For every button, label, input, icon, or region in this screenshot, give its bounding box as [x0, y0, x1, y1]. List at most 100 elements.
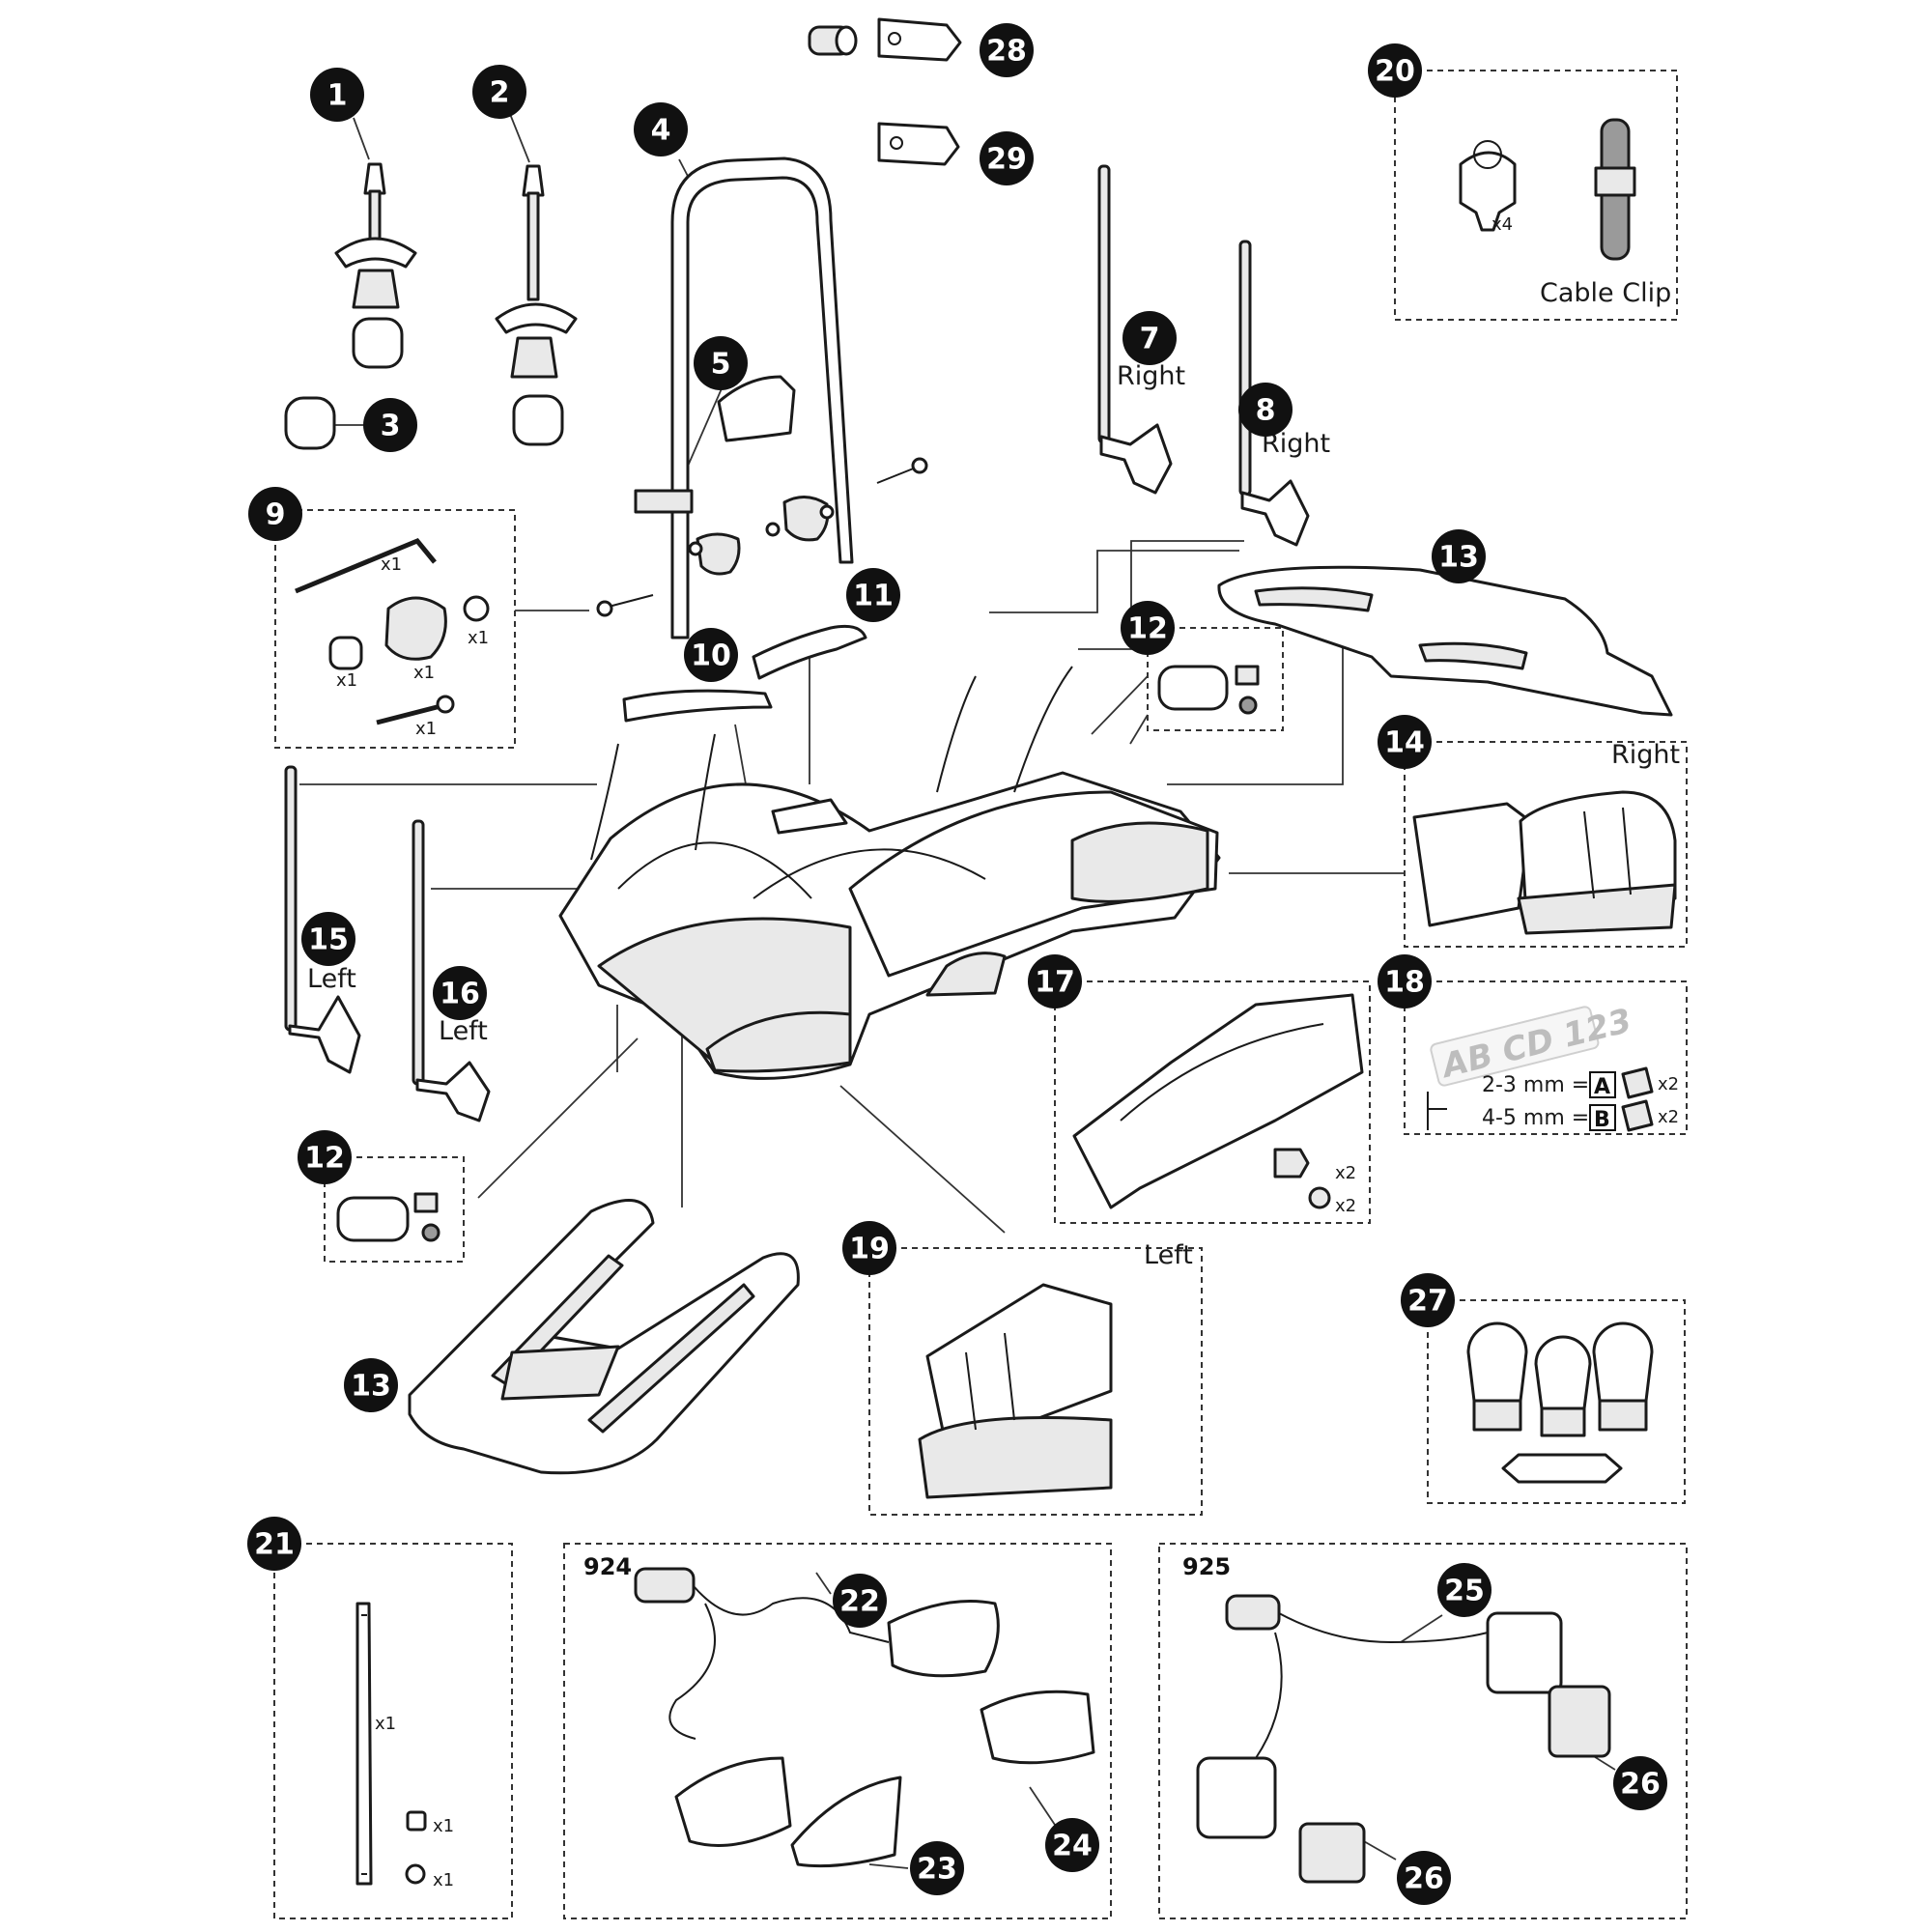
qty-x1-hexkey: x1: [381, 554, 402, 575]
part-badge-number: 8: [1256, 394, 1276, 428]
part-badge-3: 3: [363, 398, 417, 452]
bulbs-27: [1466, 1321, 1654, 1484]
part-badge-circle: [1378, 715, 1432, 769]
part-badge-26: 26: [1397, 1851, 1451, 1905]
part-badge-circle: [1613, 1756, 1667, 1810]
part-badge-number: 1: [327, 79, 348, 113]
qty-x2-b: x2: [1658, 1107, 1679, 1127]
lock-cylinder-and-key-28: [808, 17, 962, 62]
plate-spacer-18: AB CD 123 2-3 mm = A x2 4-5 mm = B x2: [1427, 1002, 1679, 1132]
wheel-tray-13-top: [1217, 565, 1673, 717]
part-badge-number: 19: [849, 1233, 890, 1266]
part-badge-number: 13: [1438, 541, 1479, 575]
part-badge-2: 2: [472, 65, 526, 119]
label-code-925: 925: [1182, 1553, 1231, 1580]
part-badge-circle: [344, 1358, 398, 1412]
part-badge-4: 4: [634, 102, 688, 156]
part-badge-circle: [833, 1574, 887, 1628]
part-badge-15: 15: [301, 912, 355, 966]
wheel-arm-left-15: [284, 765, 361, 1074]
qty-x2-a: x2: [1658, 1074, 1679, 1094]
frame-holder-1: [334, 162, 417, 369]
part-badge-number: 17: [1035, 966, 1075, 1000]
part-badge-26: 26: [1613, 1756, 1667, 1810]
spacer-letter-a: A: [1594, 1075, 1610, 1099]
wheel-arm-left-16: [412, 819, 491, 1122]
part-badge-number: 2: [490, 76, 510, 110]
part-badge-circle: [247, 1517, 301, 1571]
end-cap-12-bottom: [336, 1192, 440, 1242]
part-badge-number: 16: [440, 978, 480, 1011]
part-badge-13: 13: [1432, 529, 1486, 583]
box-18: [1404, 980, 1688, 1135]
spacer-letter-b: B: [1594, 1108, 1610, 1132]
part-badge-18: 18: [1378, 954, 1432, 1009]
spacer-row-a-label: 2-3 mm =: [1482, 1073, 1589, 1097]
wheel-arm-right-8: [1238, 240, 1310, 547]
qty-x2-screw: x2: [1335, 1163, 1356, 1183]
label-right-14: Right: [1611, 740, 1680, 770]
part-badge-number: 12: [1127, 612, 1168, 646]
part-badge-number: 23: [917, 1853, 957, 1887]
part-badge-number: 9: [266, 498, 286, 532]
box-17: [1054, 980, 1371, 1224]
label-cable-clip: Cable Clip: [1540, 278, 1671, 308]
part-badge-circle: [1028, 954, 1082, 1009]
lever-11: [752, 624, 867, 680]
wheel-tray-13-bottom: [408, 1198, 800, 1475]
qty-x1-bolt: x1: [415, 719, 437, 739]
part-badge-circle: [301, 912, 355, 966]
box-14: [1404, 741, 1688, 948]
qty-x1-knob: x1: [413, 663, 435, 683]
part-badge-23: 23: [910, 1841, 964, 1895]
part-badge-22: 22: [833, 1574, 887, 1628]
box-924: [563, 1543, 1112, 1919]
part-badge-number: 11: [853, 580, 894, 613]
box-12-top: [1147, 627, 1284, 731]
box-9: [274, 509, 516, 749]
part-badge-17: 17: [1028, 954, 1082, 1009]
label-left-15: Left: [307, 964, 356, 994]
qty-x1-washer: x1: [468, 628, 489, 648]
box-19: [868, 1247, 1203, 1516]
part-badge-12: 12: [1121, 601, 1175, 655]
part-badge-number: 24: [1052, 1830, 1093, 1863]
part-badge-circle: [1397, 1851, 1451, 1905]
part-badge-16: 16: [433, 966, 487, 1020]
main-carrier-body: [558, 666, 1221, 1080]
cable-clips-20: [1459, 118, 1636, 261]
part-badge-1: 1: [310, 68, 364, 122]
part-badge-circle: [298, 1130, 352, 1184]
part-badge-number: 12: [304, 1142, 345, 1176]
qty-x1-spacer: x1: [336, 670, 357, 691]
cover-10: [622, 689, 773, 723]
part-badge-number: 28: [986, 35, 1027, 69]
leader-lines: [299, 113, 1616, 1869]
qty-x2-small-screw: x2: [1335, 1196, 1356, 1216]
part-badge-number: 7: [1140, 323, 1160, 356]
rubber-strap-cap-3: [284, 396, 336, 450]
hardware-set-9: [295, 537, 490, 725]
part-badge-circle: [1378, 954, 1432, 1009]
frame-holder-2: [495, 164, 578, 446]
part-badge-number: 5: [711, 348, 731, 382]
part-badge-11: 11: [846, 568, 900, 622]
rear-light-left-19: [918, 1283, 1113, 1499]
part-badge-number: 25: [1444, 1575, 1485, 1608]
part-badge-8: 8: [1238, 383, 1293, 437]
arch-frame-4: [634, 156, 854, 639]
part-badge-circle: [694, 336, 748, 390]
part-badge-circle: [684, 628, 738, 682]
part-badge-number: 15: [308, 923, 349, 957]
part-badge-circle: [472, 65, 526, 119]
part-badge-5: 5: [694, 336, 748, 390]
qty-x1-washer-21: x1: [433, 1870, 454, 1890]
part-badge-29: 29: [980, 131, 1034, 185]
part-badge-28: 28: [980, 23, 1034, 77]
part-badge-number: 14: [1384, 726, 1425, 760]
strap-21: [355, 1602, 427, 1886]
qty-x1-nut: x1: [433, 1816, 454, 1836]
part-badge-circle: [433, 966, 487, 1020]
part-badge-25: 25: [1437, 1563, 1492, 1617]
